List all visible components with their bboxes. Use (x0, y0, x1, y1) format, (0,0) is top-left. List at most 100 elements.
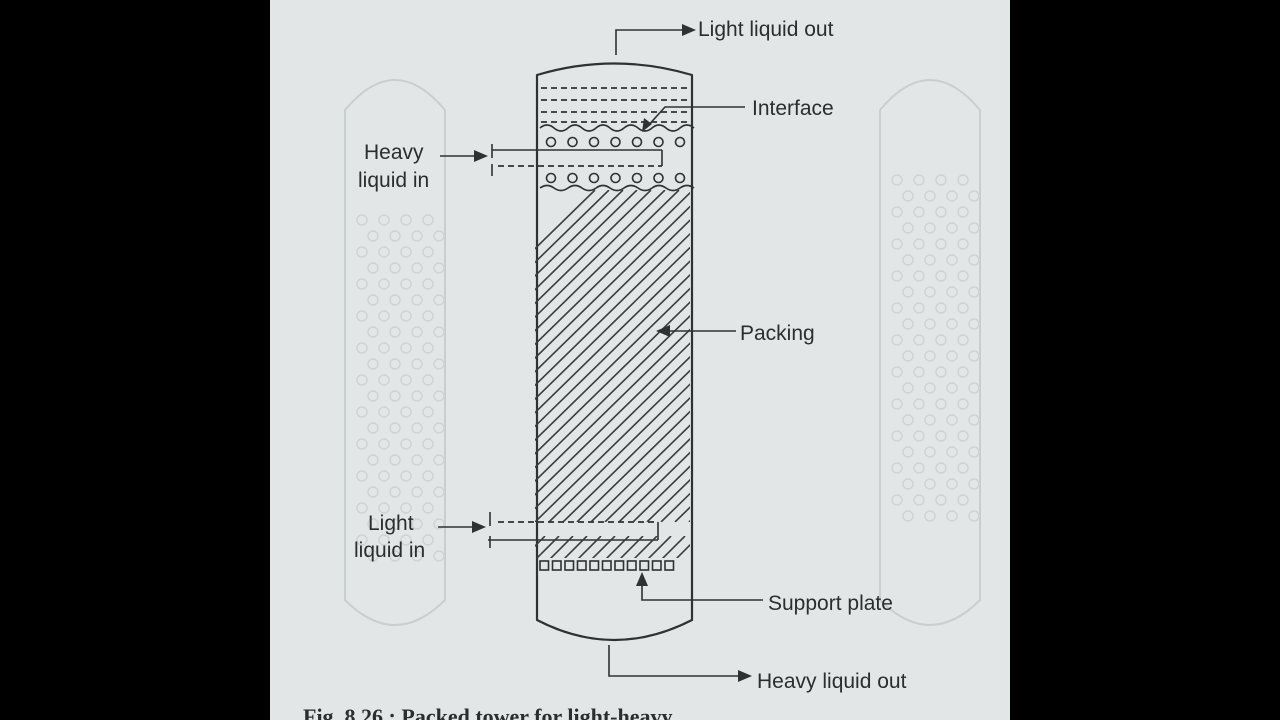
ghost-dot (367, 486, 379, 498)
leader-lines (438, 106, 763, 601)
hatch-line (576, 410, 690, 522)
ghost-dot (968, 446, 980, 458)
ghost-dot (902, 318, 914, 330)
hatch-line (535, 205, 690, 360)
ghost-dot (411, 422, 423, 434)
ghost-dot (422, 374, 434, 386)
ghost-bleed-through (344, 79, 981, 626)
hatch-line (633, 536, 658, 558)
ghost-dot (422, 502, 434, 514)
ghost-dot (400, 374, 412, 386)
ghost-dot (411, 486, 423, 498)
ghost-dot (891, 270, 903, 282)
ghost-dot (924, 414, 936, 426)
droplet (631, 136, 643, 148)
figure-caption: Fig. 8.26 : Packed tower for light-heavy… (303, 704, 688, 720)
label-light-liquid-in-2: liquid in (354, 539, 425, 562)
ghost-dot (957, 334, 969, 346)
ghost-dot (411, 454, 423, 466)
droplet (567, 136, 578, 148)
ghost-dot (946, 478, 958, 490)
ghost-dot (411, 550, 423, 562)
ghost-dot (433, 262, 445, 274)
ghost-dot (356, 502, 368, 514)
hatch-line (619, 536, 644, 558)
label-heavy-liquid-in-1: Heavy (364, 141, 424, 164)
ghost-dot (356, 214, 368, 226)
distributor-wave (539, 184, 695, 192)
droplet (653, 136, 664, 148)
ghost-dot (400, 470, 412, 482)
ghost-dot (891, 494, 903, 506)
ghost-dot (356, 374, 368, 386)
ghost-dot (968, 190, 980, 202)
ghost-dot (957, 462, 969, 474)
ghost-dot (422, 470, 434, 482)
interface-line (539, 124, 695, 132)
ghost-dot (924, 446, 936, 458)
ghost-dot (924, 190, 936, 202)
ghost-dot (378, 470, 390, 482)
ghost-dot (400, 534, 412, 546)
label-support-plate: Support plate (768, 592, 893, 615)
ghost-dot (400, 406, 412, 418)
support-plate-hole (601, 560, 612, 571)
ghost-dot (902, 350, 914, 362)
hatch-line (535, 191, 690, 346)
hatch-line (562, 396, 690, 522)
hatch-line (535, 246, 690, 401)
ghost-dot (422, 438, 434, 450)
ghost-dot (957, 238, 969, 250)
droplet (631, 172, 643, 184)
hatch-line (535, 260, 690, 414)
ghost-dot (367, 262, 379, 274)
ghost-dot (946, 414, 958, 426)
ghost-dot (400, 310, 412, 322)
ghost-dot (946, 254, 958, 266)
ghost-dot (913, 398, 925, 410)
ghost-dot (924, 510, 936, 522)
ghost-dot (957, 270, 969, 282)
ghost-dot (946, 382, 958, 394)
ghost-dot (367, 294, 379, 306)
ghost-dot (367, 454, 379, 466)
ghost-dot (378, 278, 390, 290)
light-liquid-out-pipe (615, 24, 696, 55)
support-plate-hole (664, 560, 675, 571)
hatch-line (604, 437, 690, 522)
ghost-dot (957, 398, 969, 410)
light-liquid-inlet-pipe (488, 512, 659, 548)
ghost-dot (957, 206, 969, 218)
ghost-dot (902, 446, 914, 458)
ghost-dot (400, 438, 412, 450)
ghost-dot (946, 446, 958, 458)
ghost-dot (356, 278, 368, 290)
ghost-dot (913, 494, 925, 506)
ghost-dot (422, 246, 434, 258)
label-interface: Interface (752, 97, 834, 120)
ghost-dot (389, 358, 401, 370)
support-plate (539, 560, 675, 571)
ghost-dot (367, 390, 379, 402)
ghost-dot (356, 246, 368, 258)
ghost-dot (924, 254, 936, 266)
support-plate-hole (651, 560, 662, 571)
ghost-dot (968, 382, 980, 394)
ghost-dot (924, 478, 936, 490)
ghost-dot (389, 262, 401, 274)
ghost-dot (378, 246, 390, 258)
ghost-dot (367, 422, 379, 434)
hatch-line (618, 451, 690, 522)
ghost-dot (422, 310, 434, 322)
ghost-dot (924, 222, 936, 234)
ghost-dot (411, 230, 423, 242)
ghost-dot (946, 286, 958, 298)
support-plate-hole (614, 560, 625, 571)
ghost-dot (902, 190, 914, 202)
ghost-dot (367, 358, 379, 370)
hatch-line (535, 190, 624, 278)
hatch-line (535, 301, 690, 455)
ghost-dot (378, 534, 390, 546)
ghost-dot (378, 502, 390, 514)
